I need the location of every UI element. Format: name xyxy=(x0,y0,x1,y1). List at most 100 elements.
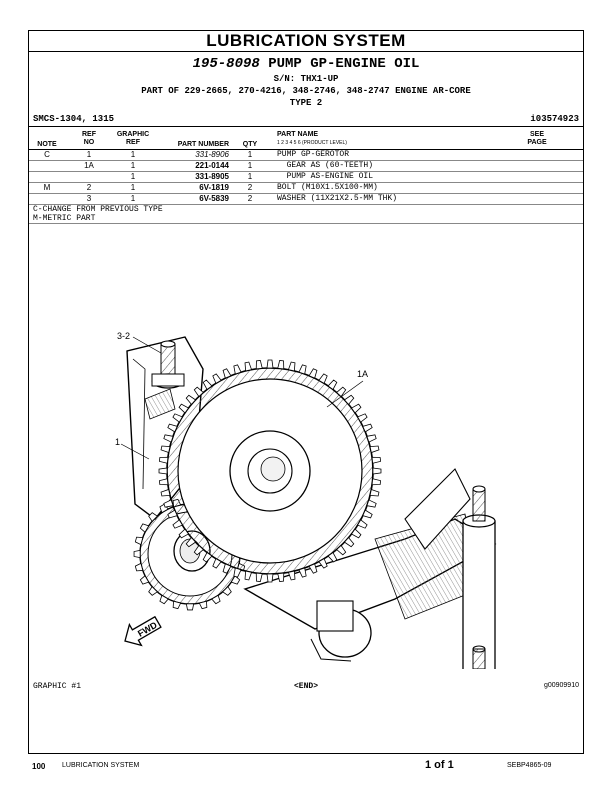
row-part-name: WASHER (11X21X2.5-MM THK) xyxy=(277,194,398,203)
row-divider xyxy=(29,182,583,183)
gear-tooth xyxy=(277,359,285,370)
gear-tooth xyxy=(343,537,355,548)
header-top-rule xyxy=(29,126,583,127)
gear-tooth xyxy=(222,586,232,596)
row-divider xyxy=(29,160,583,161)
gear-tooth xyxy=(371,456,382,464)
row-qty: 1 xyxy=(247,161,253,170)
gear-tooth xyxy=(233,567,242,578)
notes-block: C-CHANGE FROM PREVIOUS TYPE M-METRIC PAR… xyxy=(33,205,163,223)
gear-tooth xyxy=(193,386,204,398)
gear-tooth xyxy=(343,394,355,405)
fwd-arrow-icon: FWD xyxy=(124,615,162,647)
header-note: NOTE xyxy=(37,141,57,148)
gear-tooth xyxy=(148,512,158,522)
gear-tooth xyxy=(230,575,241,585)
gear-tooth xyxy=(366,499,377,508)
row-qty: 1 xyxy=(247,172,253,181)
row-part-name: BOLT (M10X1.5X100-MM) xyxy=(277,183,378,192)
gear-tooth xyxy=(336,544,347,556)
callout-1a-label: 1A xyxy=(357,369,368,379)
gear-tooth xyxy=(158,467,168,475)
gear-tooth xyxy=(357,519,368,529)
gear-tooth xyxy=(372,467,382,475)
note-metric: M-METRIC PART xyxy=(33,214,96,223)
gear-tooth xyxy=(198,600,208,610)
illustration-id: i03574923 xyxy=(530,114,579,124)
row-divider xyxy=(29,204,583,205)
gear-tooth xyxy=(369,488,380,497)
gear-tooth xyxy=(318,558,328,569)
gear-tooth xyxy=(366,434,377,443)
gear-tooth xyxy=(298,567,307,578)
gear-tooth xyxy=(287,361,296,372)
gear-tooth xyxy=(222,368,232,379)
header-ref-no: REF NO xyxy=(75,131,103,147)
gear-tooth xyxy=(134,562,144,572)
part-title-number: 195-8098 xyxy=(192,56,260,72)
row-qty: 2 xyxy=(247,183,253,192)
gear-tooth xyxy=(357,413,368,423)
gear-tooth xyxy=(371,478,382,486)
gear-tooth xyxy=(369,445,380,454)
gear-tooth xyxy=(244,570,253,581)
gear-tooth xyxy=(178,528,190,539)
row-part-name: GEAR AS (60-TEETH) xyxy=(277,161,374,170)
gear-tooth xyxy=(336,386,347,398)
callout-1: 1 xyxy=(115,437,150,460)
type-line: TYPE 2 xyxy=(289,98,323,108)
header-ref-no-line1: REF xyxy=(82,131,96,138)
header-see-page-line1: SEE xyxy=(529,131,544,138)
row-qty: 1 xyxy=(247,150,253,159)
gear-tooth xyxy=(255,572,263,583)
header-product-level: 1 2 3 4 5 6 (PRODUCT LEVEL) xyxy=(277,140,347,146)
row-graphic-ref: 1 xyxy=(130,161,136,170)
gear-tooth xyxy=(287,570,296,581)
row-part-number: 221-0144 xyxy=(195,161,229,170)
bolt-top-left xyxy=(151,340,185,389)
relief-valve xyxy=(310,600,372,662)
serial-number: S/N: THX1-UP xyxy=(273,74,339,84)
row-qty: 2 xyxy=(247,194,253,203)
row-divider xyxy=(29,171,583,172)
row-graphic-ref: 1 xyxy=(130,183,136,192)
row-ref: 1A xyxy=(84,161,94,170)
gear-tooth xyxy=(158,456,169,464)
gear-tooth xyxy=(159,594,169,605)
bolt-right xyxy=(462,485,496,669)
part-title: 195-8098 PUMP GP-ENGINE OIL xyxy=(29,56,583,72)
gear-tooth xyxy=(350,403,362,414)
gear-tooth xyxy=(362,509,373,519)
gear-tooth xyxy=(212,558,222,569)
gear-tooth xyxy=(362,423,373,433)
gear-tooth xyxy=(327,551,338,563)
row-part-name: PUMP GP-GEROTOR xyxy=(277,150,350,159)
gear-tooth xyxy=(163,499,174,508)
gear-tooth xyxy=(139,575,150,585)
gear-tooth xyxy=(193,544,204,556)
graphic-id: g00909910 xyxy=(543,682,579,689)
gear-tooth xyxy=(212,373,222,384)
gear-tooth xyxy=(172,413,183,423)
gear-tooth xyxy=(148,586,158,596)
gear-tooth xyxy=(163,434,174,443)
row-graphic-ref: 1 xyxy=(130,172,136,181)
notes-divider xyxy=(29,223,583,224)
gear-tooth xyxy=(308,368,318,379)
header-bottom-rule xyxy=(29,149,583,150)
document-id: SEBP4865-09 xyxy=(507,762,552,769)
gear-tooth xyxy=(167,509,178,519)
callout-1a: 1A xyxy=(326,369,368,408)
part-of-line: PART OF 229-2665, 270-4216, 348-2746, 34… xyxy=(141,86,471,96)
end-marker: <END> xyxy=(293,682,318,691)
gear-tooth xyxy=(318,373,328,384)
gear-tooth xyxy=(167,423,178,433)
row-part-number: 331-8905 xyxy=(195,172,229,181)
gear-tooth xyxy=(327,379,338,391)
callout-3-2-label: 3-2 xyxy=(117,331,130,341)
part-title-name: PUMP GP-ENGINE OIL xyxy=(268,56,420,72)
section-title: LUBRICATION SYSTEM xyxy=(29,31,583,52)
pump-illustration: FWD 3-2 1A 1 xyxy=(115,331,497,669)
row-graphic-ref: 1 xyxy=(130,194,136,203)
large-gear xyxy=(158,359,382,583)
